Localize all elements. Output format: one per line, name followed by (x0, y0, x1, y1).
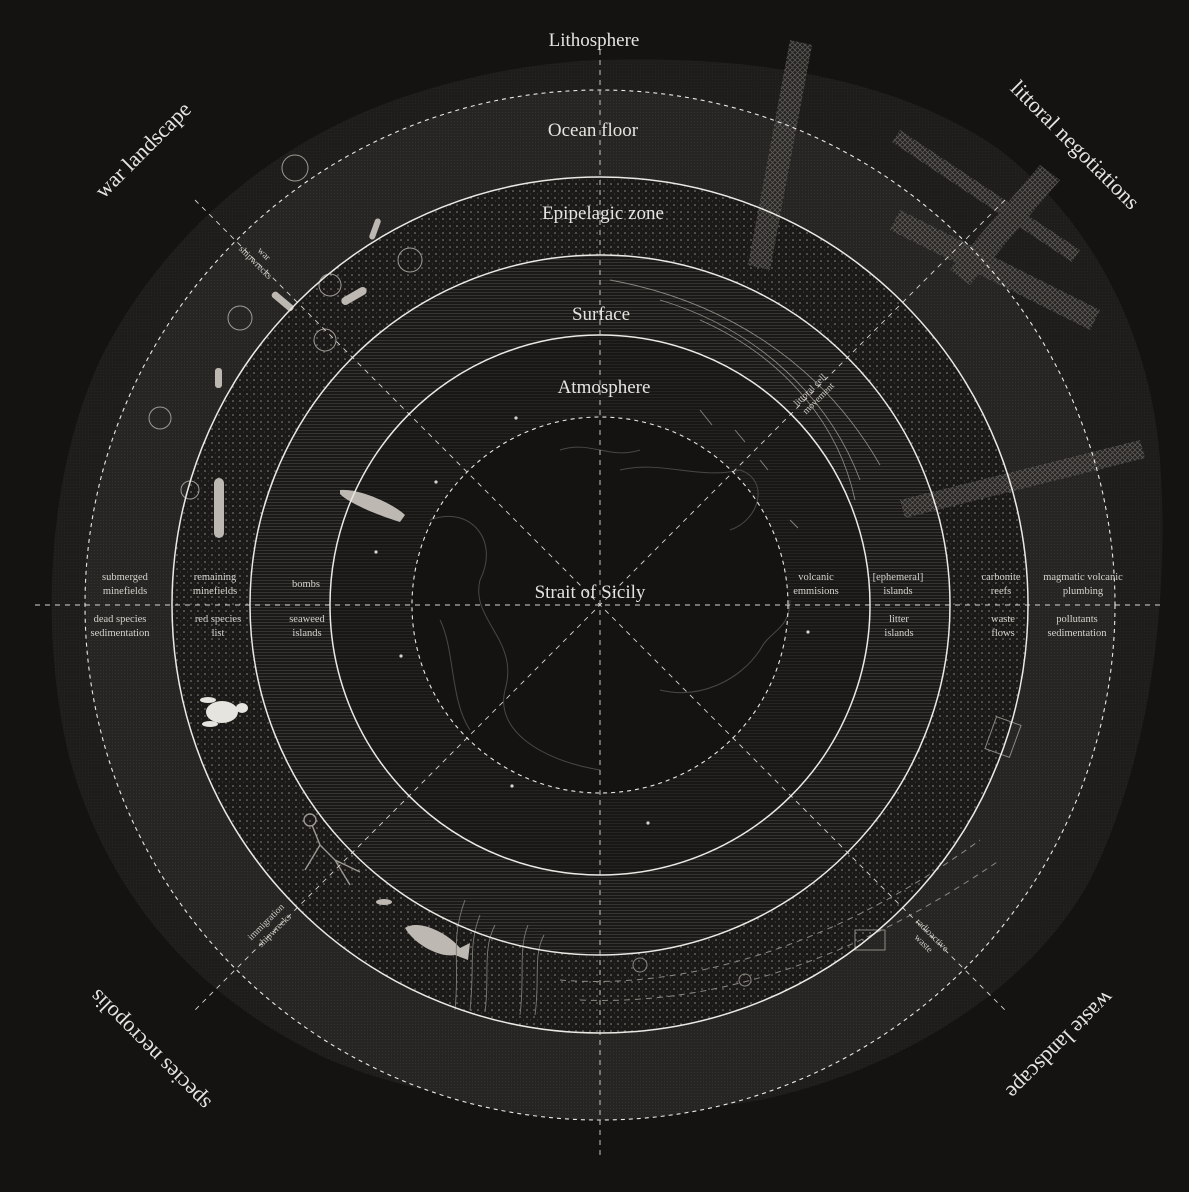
diver-icon (303, 813, 361, 886)
label-list: list (212, 628, 225, 639)
label-seaweed-islands: islands (292, 628, 321, 639)
littoral-hatching (748, 40, 1145, 518)
label-litter-islands: islands (884, 628, 913, 639)
label-ephemeral-islands: islands (883, 586, 912, 597)
label-magmatic: magmatic volcanic (1043, 572, 1123, 583)
label-pollutants-sedimentation: sedimentation (1048, 628, 1108, 639)
ring-label-surface: Surface (572, 304, 630, 325)
coastline-map (429, 446, 791, 771)
label-dead-species: dead species (94, 614, 147, 625)
label-emmisions: emmisions (793, 586, 839, 597)
label-bombs: bombs (292, 579, 320, 590)
label-litter: litter (889, 614, 909, 625)
label-pollutants: pollutants (1056, 614, 1097, 625)
label-volcanic: volcanic (798, 572, 834, 583)
submarine-icon (214, 218, 405, 538)
ring-label-ocean-floor: Ocean floor (548, 120, 639, 141)
waste-debris (559, 715, 1022, 1001)
label-seaweed: seaweed (289, 614, 325, 625)
label-waste: waste (991, 614, 1015, 625)
left-labels: submerged minefields remaining minefield… (91, 572, 326, 639)
label-flows: flows (991, 628, 1014, 639)
center-label: Strait of Sicily (535, 582, 646, 603)
ring-label-epipelagic: Epipelagic zone (542, 203, 664, 224)
seaweed-icons (454, 899, 545, 1016)
right-labels: volcanic emmisions [ephemeral] islands c… (793, 572, 1123, 639)
label-plumbing: plumbing (1063, 586, 1104, 597)
mine-icons (148, 154, 423, 500)
sparkle-marks (374, 416, 810, 825)
littoral-arrows (609, 279, 881, 529)
label-remaining-minefields: minefields (193, 586, 237, 597)
ring-label-lithosphere: Lithosphere (549, 30, 640, 51)
turtle-icon (200, 697, 248, 727)
label-red-species: red species (195, 614, 241, 625)
label-sedimentation: sedimentation (91, 628, 151, 639)
ring-label-atmosphere: Atmosphere (558, 377, 651, 398)
label-reefs: reefs (991, 586, 1011, 597)
fish-icon (376, 899, 470, 960)
label-ephemeral: [ephemeral] (873, 572, 924, 583)
label-submerged: submerged (102, 572, 149, 583)
label-carbonite: carbonite (981, 572, 1020, 583)
label-remaining: remaining (194, 572, 237, 583)
crosshair-axes (35, 50, 1165, 1160)
ring-boundaries (84, 89, 1116, 1121)
label-minefields: minefields (103, 586, 147, 597)
